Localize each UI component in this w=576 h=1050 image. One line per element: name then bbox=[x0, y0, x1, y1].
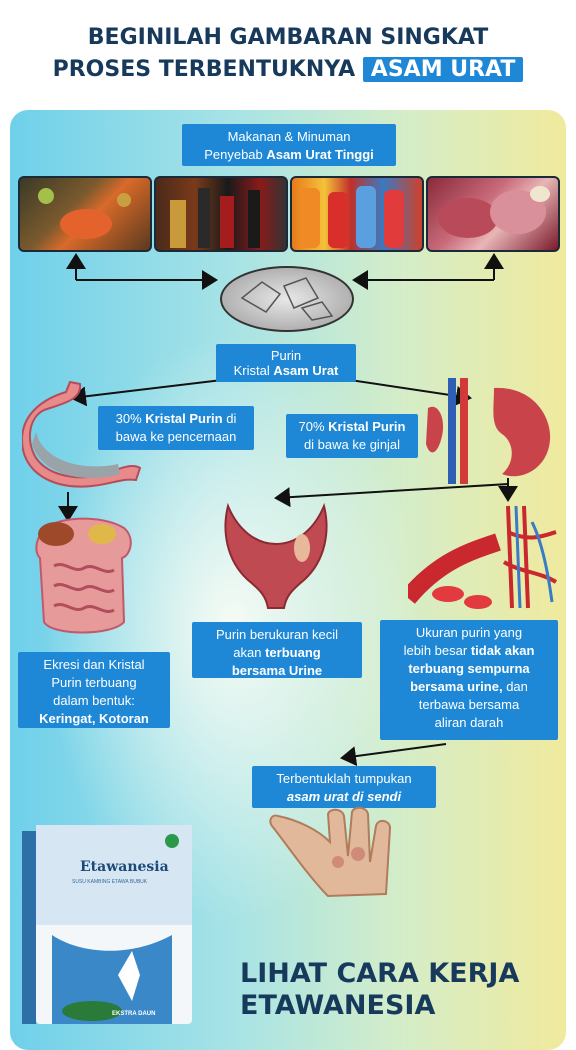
crab-icon bbox=[38, 188, 131, 239]
stomach-icon bbox=[22, 380, 142, 488]
title-highlight: ASAM URAT bbox=[362, 57, 524, 82]
product-brand: Etawanesia bbox=[80, 859, 169, 875]
soda-icon bbox=[300, 186, 404, 248]
title-line-1: BEGINILAH GAMBARAN SINGKAT bbox=[87, 25, 489, 50]
digestion-branch-box: 30% Kristal Purin di bawa ke pencernaan bbox=[98, 406, 254, 450]
blood-vessel-icon bbox=[408, 505, 558, 609]
food-caption: Makanan & Minuman Penyebab Asam Urat Tin… bbox=[182, 124, 396, 166]
hand-joint-icon bbox=[269, 806, 392, 898]
alcohol-bottles-photo bbox=[154, 176, 288, 252]
purin-box: Purin Kristal Asam Urat bbox=[216, 344, 356, 382]
excretion-box: Ekresi dan Kristal Purin terbuang dalam … bbox=[18, 652, 170, 728]
product-box-art bbox=[22, 825, 192, 1024]
kidney-icon bbox=[426, 378, 551, 484]
seafood-photo bbox=[18, 176, 152, 252]
cta-heading: LIHAT CARA KERJA ETAWANESIA bbox=[240, 958, 520, 1021]
crystal-icon bbox=[240, 277, 334, 321]
meat-icon bbox=[438, 186, 550, 238]
product-label: EKSTRA DAUN bbox=[112, 1011, 156, 1017]
joint-box: Terbentuklah tumpukan asam urat di sendi bbox=[252, 766, 436, 808]
large-purin-box: Ukuran purin yang lebih besar tidak akan… bbox=[380, 620, 558, 740]
bladder-icon bbox=[224, 502, 328, 609]
soda-bottles-photo bbox=[290, 176, 424, 252]
bottle-icon bbox=[170, 188, 260, 248]
title-line-2: PROSES TERBENTUKNYA ASAM URAT bbox=[0, 54, 576, 86]
intestines-icon bbox=[35, 517, 132, 634]
small-purin-box: Purin berukuran kecil akan terbuang bers… bbox=[192, 622, 362, 678]
page-title: BEGINILAH GAMBARAN SINGKAT PROSES TERBEN… bbox=[0, 22, 576, 86]
kidney-branch-box: 70% Kristal Purin di bawa ke ginjal bbox=[286, 414, 418, 458]
red-meat-photo bbox=[426, 176, 560, 252]
uric-crystal-image bbox=[220, 266, 354, 332]
product-box: Etawanesia SUSU KAMBING ETAWA BUBUK EKST… bbox=[22, 825, 192, 1024]
product-tagline: SUSU KAMBING ETAWA BUBUK bbox=[72, 879, 148, 885]
